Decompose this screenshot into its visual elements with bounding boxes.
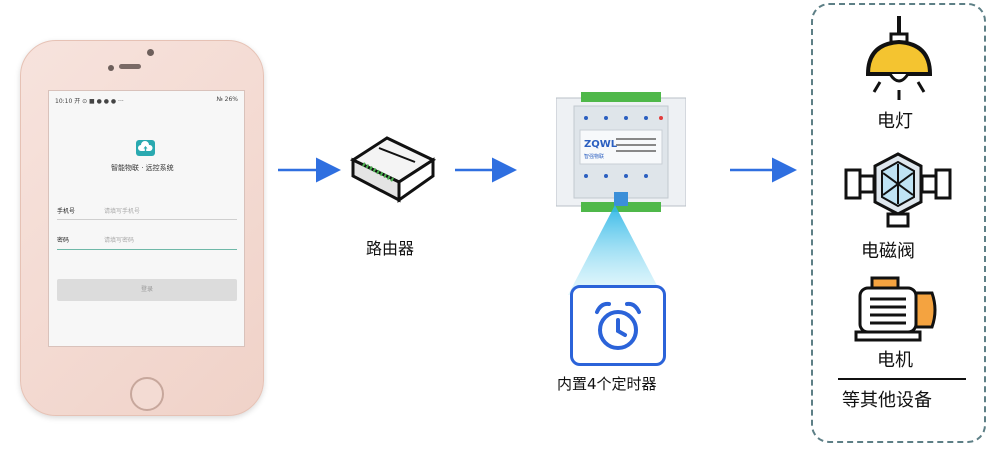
password-label: 密码: [57, 237, 70, 244]
devices-panel: [811, 3, 986, 443]
timer-label: 内置4个定时器: [557, 375, 657, 393]
router-label: 路由器: [366, 239, 415, 258]
password-input-underline: [57, 249, 237, 250]
sensor-dot-icon: [108, 65, 114, 71]
phone-input-underline: [57, 219, 237, 220]
app-title: 智能物联 · 远控系统: [111, 164, 174, 172]
cloud-upload-icon: [136, 140, 155, 156]
phone-number-label: 手机号: [57, 208, 76, 215]
router-icon: [349, 136, 437, 203]
lamp-label: 电灯: [877, 111, 913, 132]
relay-controller-icon: ZQWL 智强物联: [556, 92, 686, 212]
login-button[interactable]: 登录: [57, 279, 237, 301]
panel-divider: [838, 378, 966, 380]
motor-label: 电机: [877, 350, 913, 371]
controller-brand: ZQWL: [584, 139, 618, 150]
other-devices-label: 等其他设备: [842, 390, 932, 411]
alarm-clock-icon: [595, 301, 641, 350]
lamp-icon: [865, 16, 933, 100]
controller-brand-sub: 智强物联: [584, 153, 604, 160]
motor-icon: [854, 276, 937, 342]
phone-screen: 10:10 开 ⊙ ■ ● ● ● ··· № 26% 智能物联 · 远控系统 …: [48, 90, 245, 347]
earpiece-speaker: [119, 64, 141, 69]
front-camera-icon: [147, 49, 154, 56]
timer-box: [570, 285, 666, 366]
phone-number-input[interactable]: 请填写手机号: [104, 208, 141, 215]
timer-light-beam: [568, 205, 662, 295]
valve-label: 电磁阀: [861, 241, 915, 262]
password-input[interactable]: 请填写密码: [104, 237, 135, 244]
solenoid-valve-icon: [844, 152, 952, 228]
home-button[interactable]: [130, 377, 164, 411]
status-bar-right: № 26%: [216, 96, 238, 103]
status-bar-left: 10:10 开 ⊙ ■ ● ● ● ···: [55, 98, 124, 105]
